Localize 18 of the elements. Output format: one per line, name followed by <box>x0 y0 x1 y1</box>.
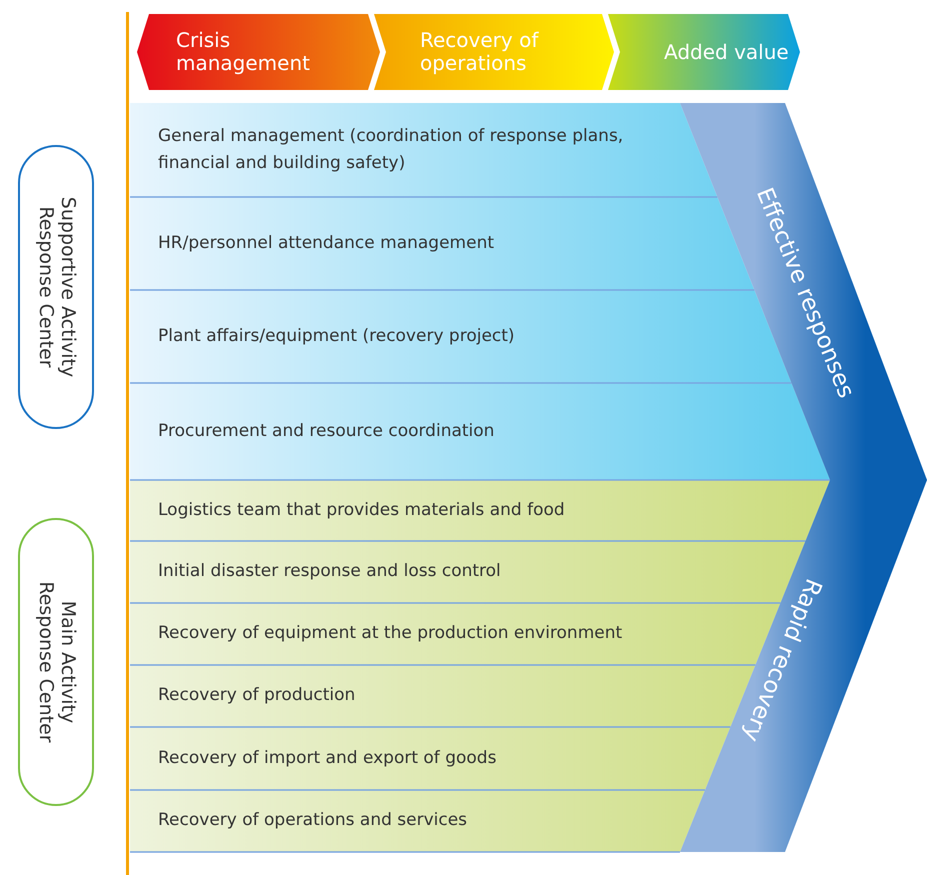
task-label: Recovery of operations and services <box>130 790 680 852</box>
stage-label: Recovery of operations <box>420 29 540 75</box>
stage-label: Added value <box>664 40 789 64</box>
task-label: Recovery of production <box>130 665 730 727</box>
task-label: General management (coordination of response plans, financial and building safety) <box>130 103 680 197</box>
stage-label: Crisis management <box>176 29 311 75</box>
task-label: Procurement and resource coordination <box>130 383 791 480</box>
task-label: Initial disaster response and loss control <box>130 541 780 603</box>
stage-banner <box>374 14 614 90</box>
task-label: HR/personnel attendance management <box>130 197 717 290</box>
task-label: Recovery of equipment at the production environment <box>130 603 755 665</box>
group-label: Supportive Activity Response Center <box>34 196 78 380</box>
task-label: Recovery of import and export of goods <box>130 727 705 790</box>
group-label: Main Activity Response Center <box>34 580 78 745</box>
task-label: Plant affairs/equipment (recovery project) <box>130 290 754 383</box>
stage-banner <box>608 14 800 90</box>
stage-banner <box>137 14 380 90</box>
task-label: Logistics team that provides materials and food <box>130 480 805 541</box>
